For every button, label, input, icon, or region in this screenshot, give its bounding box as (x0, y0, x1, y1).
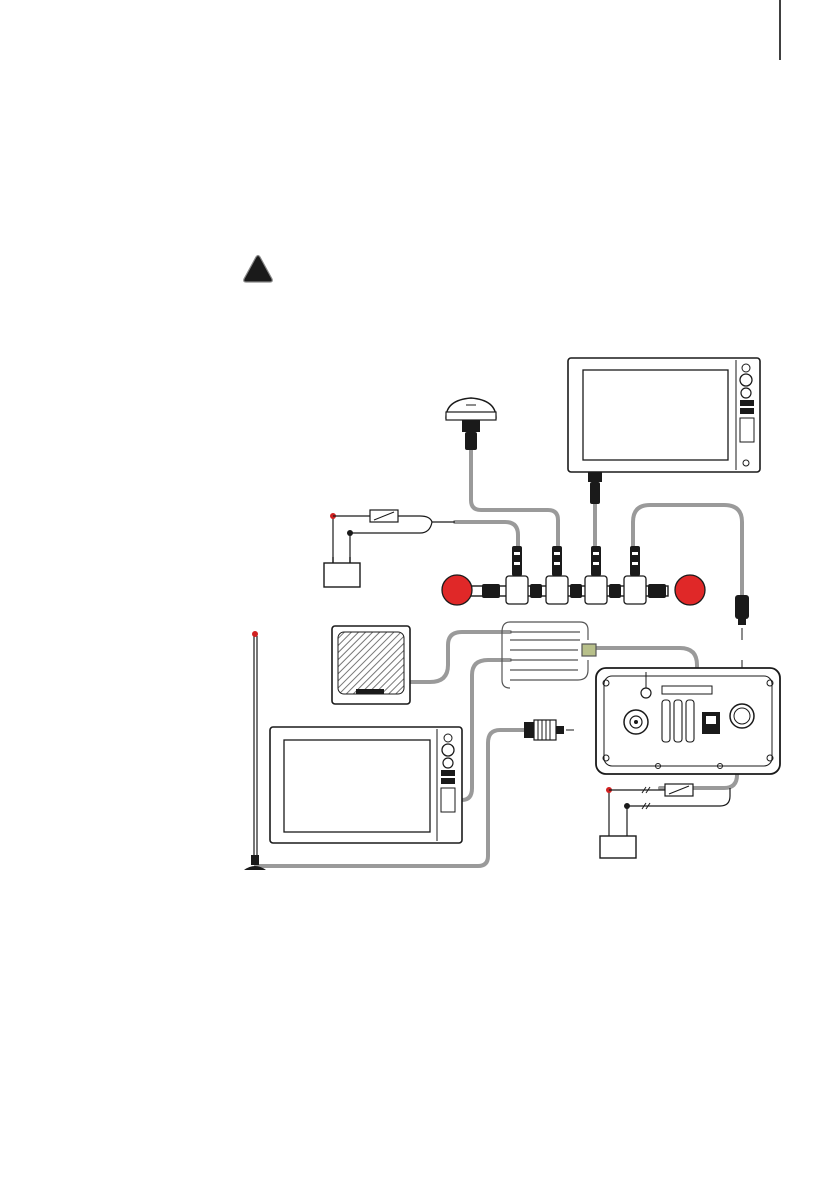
terminator-right-icon (675, 575, 705, 605)
radio-battery-icon (600, 784, 730, 858)
mfd-bottom-icon (270, 727, 462, 843)
vhf-antenna-icon (244, 631, 266, 870)
speaker-icon (332, 626, 410, 704)
gps-antenna-icon (446, 398, 496, 450)
nmea-backbone (468, 546, 668, 604)
network-battery-icon (324, 510, 455, 587)
terminator-left-icon (442, 575, 472, 605)
cable-bundle (502, 622, 596, 688)
vhf-radio-rear-icon (596, 668, 780, 774)
mfd-top-icon (568, 358, 760, 504)
warning-triangle-icon (244, 256, 273, 283)
coax-connector-icon (524, 720, 574, 740)
